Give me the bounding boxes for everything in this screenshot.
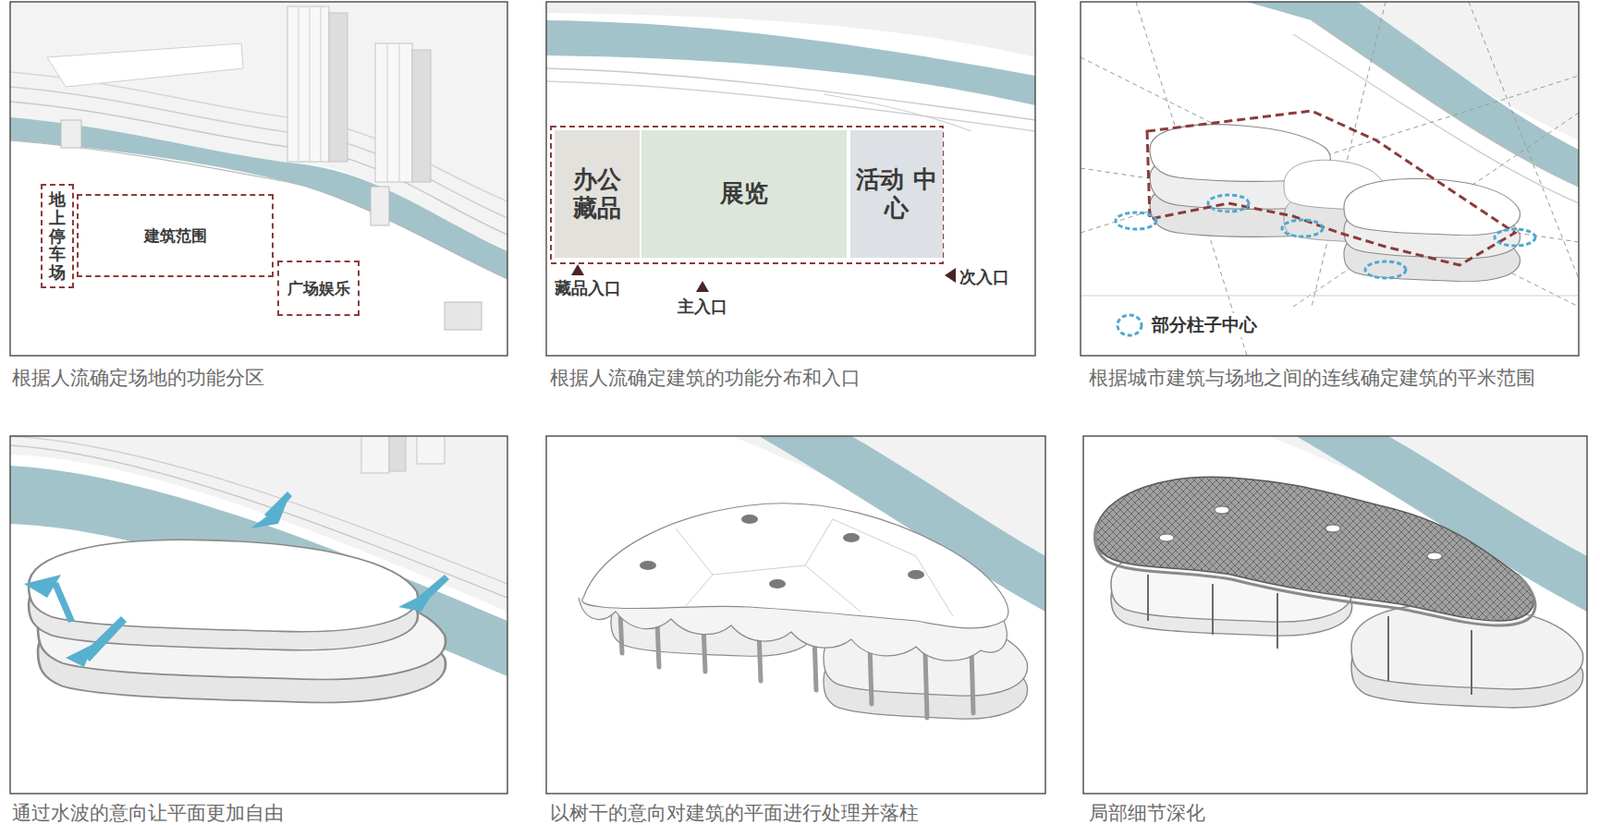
zone-box: 建筑范围 — [76, 194, 274, 278]
caption: 根据人流确定建筑的功能分布和入口 — [549, 365, 861, 391]
caption: 根据人流确定场地的功能分区 — [12, 365, 265, 391]
zone-label: 广场娱乐 — [287, 279, 351, 298]
function-zone: 办公 藏品 — [554, 130, 640, 258]
panel-frame — [10, 1, 1588, 794]
legend-text: 部分柱子中心 — [1148, 313, 1260, 338]
zone-box: 地上停车场 — [40, 183, 74, 289]
caption: 通过水波的意向让平面更加自由 — [12, 800, 284, 825]
site-model — [10, 436, 508, 794]
zone-box: 广场娱乐 — [277, 260, 360, 317]
caption: 局部细节深化 — [1088, 800, 1206, 825]
site-model — [546, 436, 1046, 794]
site-model — [10, 1, 508, 356]
zone-label: 建筑范围 — [144, 226, 208, 245]
caption: 根据城市建筑与场地之间的连线确定建筑的平米范围 — [1088, 365, 1536, 391]
function-zone: 展览 — [641, 130, 847, 258]
entrance-label: 次入口 — [959, 266, 1010, 289]
zone-label: 地上停车场 — [48, 190, 66, 282]
site-model — [1080, 1, 1579, 356]
entrance-label: 主入口 — [677, 295, 728, 318]
zone-label: 展览 — [720, 179, 769, 208]
site-model — [1083, 436, 1588, 794]
zone-label: 活动 中心 — [854, 165, 940, 223]
site-model — [546, 1, 1036, 356]
caption: 以树干的意向对建筑的平面进行处理并落柱 — [549, 800, 919, 825]
zone-label: 办公 藏品 — [558, 165, 636, 223]
function-zone: 活动 中心 — [850, 130, 943, 258]
entrance-label: 藏品入口 — [554, 277, 622, 300]
